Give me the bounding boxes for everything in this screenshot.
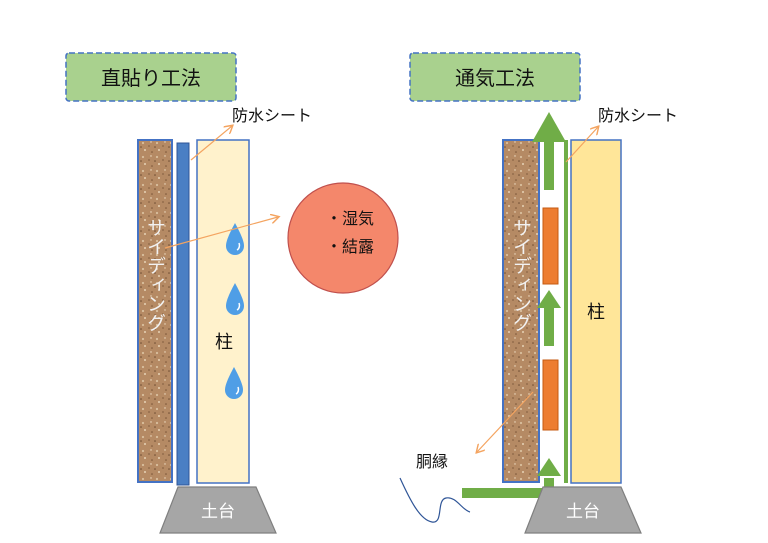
- furring-strip-lower: [542, 359, 559, 431]
- furring-leader: [477, 391, 534, 452]
- right-waterproof-sheet-label: 防水シート: [598, 106, 678, 125]
- moisture-callout: [287, 182, 399, 294]
- left-siding-label: サイディング: [144, 218, 166, 332]
- callout-item-condensation: ・結露: [326, 237, 374, 256]
- left-callout-leader: [164, 217, 278, 249]
- left-siding: [137, 139, 173, 483]
- right-siding: [502, 139, 540, 483]
- right-panel: 通気工法 サイディング 柱 土台 防水シート: [399, 52, 678, 534]
- right-pillar: [570, 139, 622, 484]
- right-base: [524, 486, 642, 534]
- left-panel: 直貼り工法 サイディング 柱 土台 防水シート ・: [65, 52, 399, 534]
- right-pillar-label: 柱: [587, 302, 605, 323]
- right-title-box: [409, 52, 581, 102]
- water-drop-icon: [225, 367, 243, 399]
- left-sheet-leader: [190, 126, 232, 161]
- left-pillar-label: 柱: [215, 332, 233, 353]
- air-current-line: [399, 477, 471, 523]
- furring-strip-label: 胴縁: [416, 452, 448, 471]
- callout-item-moisture: ・湿気: [326, 209, 374, 228]
- left-title-box: [65, 52, 237, 102]
- right-base-label: 土台: [566, 502, 600, 522]
- airflow-arrow-icon: [462, 112, 566, 498]
- right-siding-label: サイディング: [510, 218, 532, 332]
- left-waterproof-sheet-label: 防水シート: [232, 106, 312, 125]
- water-drop-icon: [226, 283, 244, 315]
- water-drop-icon: [226, 223, 244, 255]
- left-waterproof-sheet: [176, 142, 190, 486]
- right-title: 通気工法: [455, 66, 535, 90]
- right-waterproof-sheet: [564, 140, 568, 483]
- left-title: 直貼り工法: [101, 66, 201, 90]
- left-base-label: 土台: [201, 502, 235, 522]
- furring-strip-upper: [542, 207, 559, 285]
- left-base: [159, 486, 277, 534]
- right-sheet-leader: [565, 127, 598, 163]
